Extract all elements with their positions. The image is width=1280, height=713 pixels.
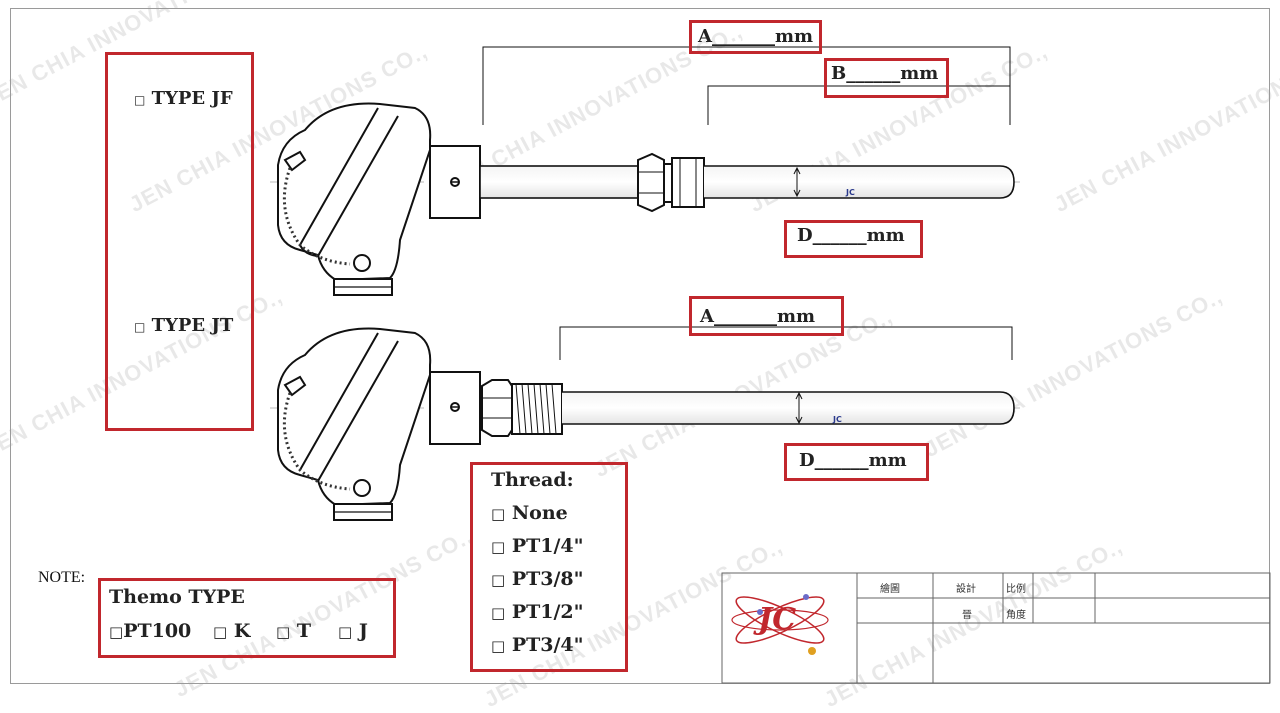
thread-box [470, 462, 628, 672]
title-block-drawn: 繪圖 [880, 584, 900, 595]
probe-drawing [270, 46, 1271, 684]
dim-a-box-jf [689, 20, 822, 54]
thread-option-label: PT3/8" [511, 568, 584, 590]
probe-mark-jt: JC [833, 415, 842, 424]
thread-option-label: PT3/4" [511, 634, 584, 656]
checkbox-icon: □ [109, 623, 124, 641]
note-label: NOTE: [38, 569, 86, 586]
dim-d-jt[interactable]: D______mm [799, 450, 907, 471]
checkbox-icon: □ [491, 505, 506, 523]
checkbox-icon: □ [338, 623, 353, 641]
checkbox-icon: □ [491, 637, 506, 655]
thermo-option-k[interactable]: □ K [213, 620, 250, 642]
thermo-option-label: T [296, 620, 311, 642]
checkbox-icon: □ [134, 320, 146, 334]
title-block [721, 572, 1271, 684]
type-jf-option[interactable]: □ TYPE JF [134, 88, 233, 109]
checkbox-icon: □ [491, 604, 506, 622]
drawing-sheet-border [10, 8, 1270, 684]
thread-option-label: PT1/4" [511, 535, 584, 557]
probe-mark-jf: JC [846, 188, 855, 197]
thermo-type-title: Themo TYPE [109, 586, 245, 608]
thermo-option-j[interactable]: □ J [338, 620, 368, 642]
title-block-design: 設計 [956, 584, 976, 595]
thread-option-pt38[interactable]: □ PT3/8" [491, 568, 584, 590]
dim-b-jf[interactable]: B______mm [831, 63, 939, 84]
checkbox-icon: □ [491, 538, 506, 556]
thermo-option-label: PT100 [123, 620, 192, 642]
type-selection-box [105, 52, 254, 431]
thread-title: Thread: [491, 469, 574, 491]
dim-b-box-jf [824, 58, 949, 98]
thermo-type-box [98, 578, 396, 658]
checkbox-icon: □ [491, 571, 506, 589]
thread-option-pt12[interactable]: □ PT1/2" [491, 601, 584, 623]
thermo-option-pt100[interactable]: □PT100 [109, 620, 191, 642]
thread-option-label: PT1/2" [511, 601, 584, 623]
probe-jf [270, 46, 1020, 296]
dim-a-box-jt [689, 296, 844, 336]
thread-option-pt14[interactable]: □ PT1/4" [491, 535, 584, 557]
dim-d-box-jt [784, 443, 929, 481]
thread-option-pt34[interactable]: □ PT3/4" [491, 634, 584, 656]
thread-option-none[interactable]: □ None [491, 502, 568, 524]
dim-a-jt[interactable]: A_______mm [700, 306, 816, 327]
jc-logo [731, 594, 829, 655]
type-jt-option[interactable]: □ TYPE JT [134, 315, 233, 336]
title-block-checked: 晉 [962, 610, 972, 621]
probe-jt [270, 326, 1020, 521]
checkbox-icon: □ [213, 623, 228, 641]
dim-a-jf[interactable]: A_______mm [698, 26, 814, 47]
type-jf-label: TYPE JF [151, 88, 233, 109]
thermo-option-t[interactable]: □ T [276, 620, 311, 642]
checkbox-icon: □ [134, 93, 146, 107]
type-jt-label: TYPE JT [151, 315, 234, 336]
thermo-option-label: K [233, 620, 251, 642]
checkbox-icon: □ [276, 623, 291, 641]
title-block-scale: 比例 [1006, 584, 1026, 595]
title-block-angle: 角度 [1006, 610, 1026, 621]
dim-d-jf[interactable]: D______mm [797, 225, 905, 246]
thermo-option-label: J [358, 620, 368, 642]
thread-option-label: None [511, 502, 568, 524]
dim-d-box-jf [784, 220, 923, 258]
jc-logo-text: JC [758, 602, 797, 637]
